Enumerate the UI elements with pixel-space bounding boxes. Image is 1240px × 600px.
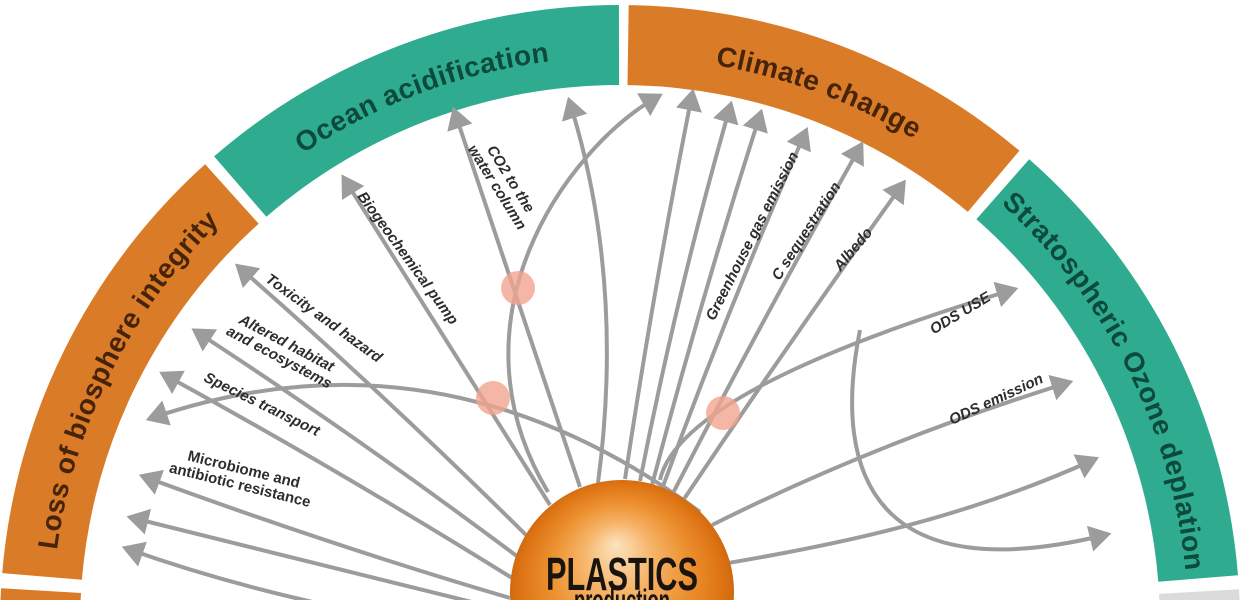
arrow-albedo bbox=[680, 179, 906, 504]
svg-text:Microbiome andantibiotic resis: Microbiome andantibiotic resistance bbox=[168, 444, 317, 511]
ring-segment-ocean-acidification: Ocean acidification bbox=[214, 5, 620, 217]
interaction-dots bbox=[476, 271, 740, 430]
sphere-shape bbox=[510, 480, 734, 600]
ring-segment-partial-bottom-right bbox=[1159, 589, 1240, 600]
svg-text:CO2 to thewater column: CO2 to thewater column bbox=[464, 134, 543, 233]
arrow-unlabeled-left-3 bbox=[121, 541, 314, 600]
plastics-title: PLASTICS bbox=[546, 548, 698, 600]
arrow-label-microbiome-and-antibiotic-resistance: Microbiome andantibiotic resistance bbox=[168, 444, 317, 511]
ring-segment-shape bbox=[627, 5, 1020, 212]
flow-arrows bbox=[121, 88, 1112, 600]
arrow-unlabeled-top-4 bbox=[638, 100, 739, 482]
arrow-unlabeled-top-3 bbox=[623, 88, 702, 480]
arrow-microbiome-and-antibiotic-resistance bbox=[138, 469, 511, 600]
interaction-dot-2 bbox=[476, 381, 510, 415]
arrow-unlabeled-right-2 bbox=[850, 329, 1112, 552]
arrow-label-albedo: Albedo bbox=[830, 224, 876, 275]
svg-text:Biogeochemical pump: Biogeochemical pump bbox=[354, 189, 462, 328]
ring-segment-climate-change: Climate change bbox=[627, 5, 1020, 212]
plastics-subtitle: production bbox=[574, 584, 670, 600]
arrow-label-co2-to-the-water-column: CO2 to thewater column bbox=[464, 134, 543, 233]
arrow-altered-habitat-and-ecosystems bbox=[191, 328, 520, 559]
svg-text:Albedo: Albedo bbox=[830, 224, 876, 275]
arrow-label-greenhouse-gas-emission: Greenhouse gas emission bbox=[702, 149, 802, 323]
arrow-toxicity-and-hazard bbox=[235, 263, 529, 538]
arrow-label-line: Albedo bbox=[830, 224, 876, 275]
arrow-unlabeled-top-5 bbox=[650, 108, 768, 486]
ring-segment-stratospheric-ozone-deplation: Stratospheric Ozone deplation bbox=[976, 159, 1238, 582]
arrow-c-sequestration bbox=[670, 141, 864, 496]
arrow-ods-emission bbox=[711, 374, 1074, 527]
ring-segment-shape bbox=[0, 588, 81, 600]
ring-segment-shape bbox=[1159, 589, 1240, 600]
arrow-unlabeled-top-2 bbox=[506, 93, 663, 494]
interaction-dot-1 bbox=[501, 271, 535, 305]
svg-text:Greenhouse gas emission: Greenhouse gas emission bbox=[702, 149, 802, 323]
arrow-unlabeled-right-1 bbox=[516, 454, 1100, 600]
arrow-unlabeled-top-1 bbox=[561, 96, 609, 484]
arrow-greenhouse-gas-emission bbox=[660, 126, 811, 490]
arrow-label-line: Greenhouse gas emission bbox=[702, 149, 802, 323]
arrow-label-biogeochemical-pump: Biogeochemical pump bbox=[354, 189, 462, 328]
plastics-sphere: PLASTICSproduction bbox=[510, 480, 734, 600]
svg-text:ODS emission: ODS emission bbox=[947, 370, 1046, 428]
arrow-biogeochemical-pump bbox=[341, 174, 552, 507]
arrow-ods-use bbox=[658, 281, 1019, 481]
arrow-label-line: ODS emission bbox=[947, 370, 1046, 428]
arrow-unlabeled-left-2 bbox=[126, 508, 473, 600]
ring-segment-shape bbox=[214, 5, 620, 217]
interaction-dot-3 bbox=[706, 396, 740, 430]
ring-segment-partial-bottom-left bbox=[0, 588, 81, 600]
ring-segment-shape bbox=[2, 164, 259, 580]
arrow-label-ods-emission: ODS emission bbox=[947, 370, 1046, 428]
ring-segment-shape bbox=[976, 159, 1238, 582]
ring-segment-loss-of-biosphere-integrity: Loss of biosphere integrity bbox=[2, 164, 259, 580]
arrow-label-line: Biogeochemical pump bbox=[354, 189, 462, 328]
